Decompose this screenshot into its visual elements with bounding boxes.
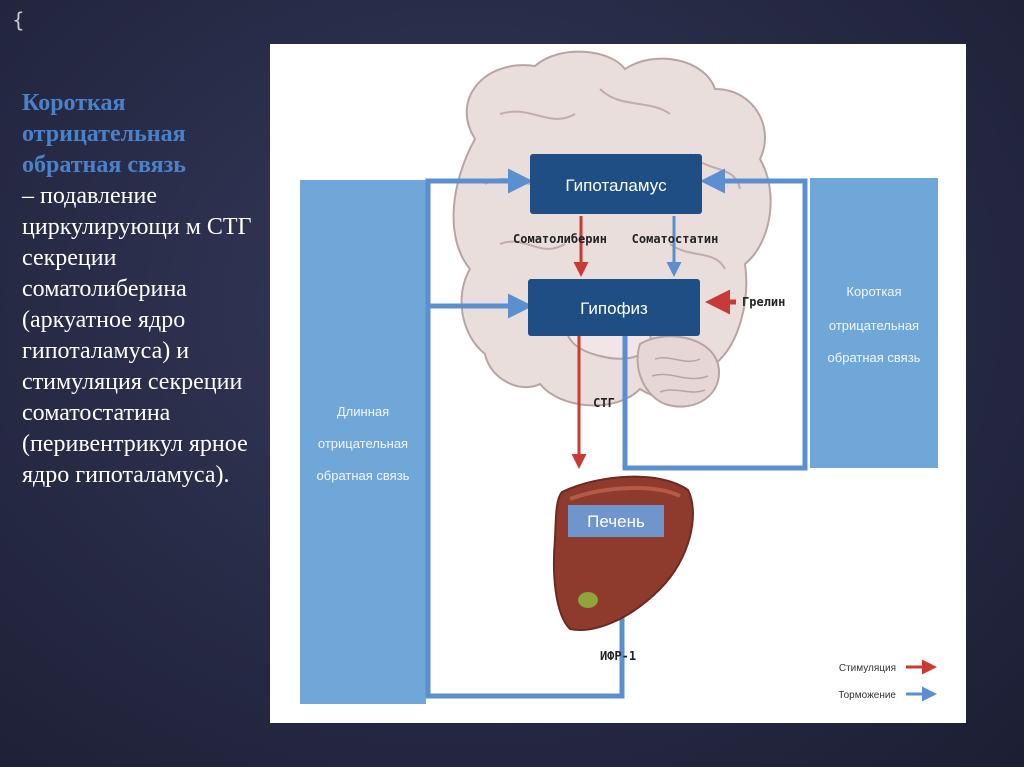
long-feedback-arrow-to-hypothalamus [425, 168, 625, 699]
liver-box [568, 505, 664, 537]
corner-bracket-icon: { [12, 8, 25, 32]
somatostatin-label: Соматостатин [632, 232, 719, 246]
hypothalamus-box [530, 154, 702, 214]
pituitary-box [528, 279, 700, 336]
slide-body: – подавление циркулирующи м СТГ секреции… [22, 183, 252, 488]
pituitary-label: Гипофиз [580, 299, 648, 318]
slide-heading: Короткая отрицательная обратная связь [22, 90, 186, 178]
slide-text: Короткая отрицательная обратная связь – … [22, 88, 262, 491]
stg-label: СТГ [593, 396, 615, 410]
hypothalamus-label: Гипоталамус [565, 176, 667, 195]
legend: Стимуляция Торможение [838, 659, 937, 702]
short-feedback-panel [810, 178, 938, 468]
legend-inhibition-label: Торможение [838, 690, 896, 701]
liver-illustration [552, 475, 694, 631]
brain-illustration [452, 50, 772, 408]
legend-stimulation-label: Стимуляция [839, 663, 896, 674]
igf-label: ИФР-1 [600, 649, 636, 663]
somatoliberin-label: Соматолиберин [513, 232, 607, 246]
diagram-figure: Длинная отрицательная обратная связь Кор… [270, 44, 966, 723]
liver-label: Печень [587, 512, 645, 531]
long-feedback-label-3: обратная связь [317, 468, 410, 483]
long-feedback-panel [300, 180, 426, 704]
feedback-diagram: Длинная отрицательная обратная связь Кор… [300, 50, 938, 704]
ghrelin-label: Грелин [742, 295, 785, 309]
short-feedback-label-2: отрицательная [829, 318, 919, 333]
short-feedback-arrow [622, 168, 808, 471]
short-feedback-label-3: обратная связь [828, 350, 921, 365]
long-feedback-label-2: отрицательная [318, 436, 408, 451]
long-feedback-label-1: Длинная [337, 404, 389, 419]
short-feedback-label-1: Короткая [846, 284, 901, 299]
